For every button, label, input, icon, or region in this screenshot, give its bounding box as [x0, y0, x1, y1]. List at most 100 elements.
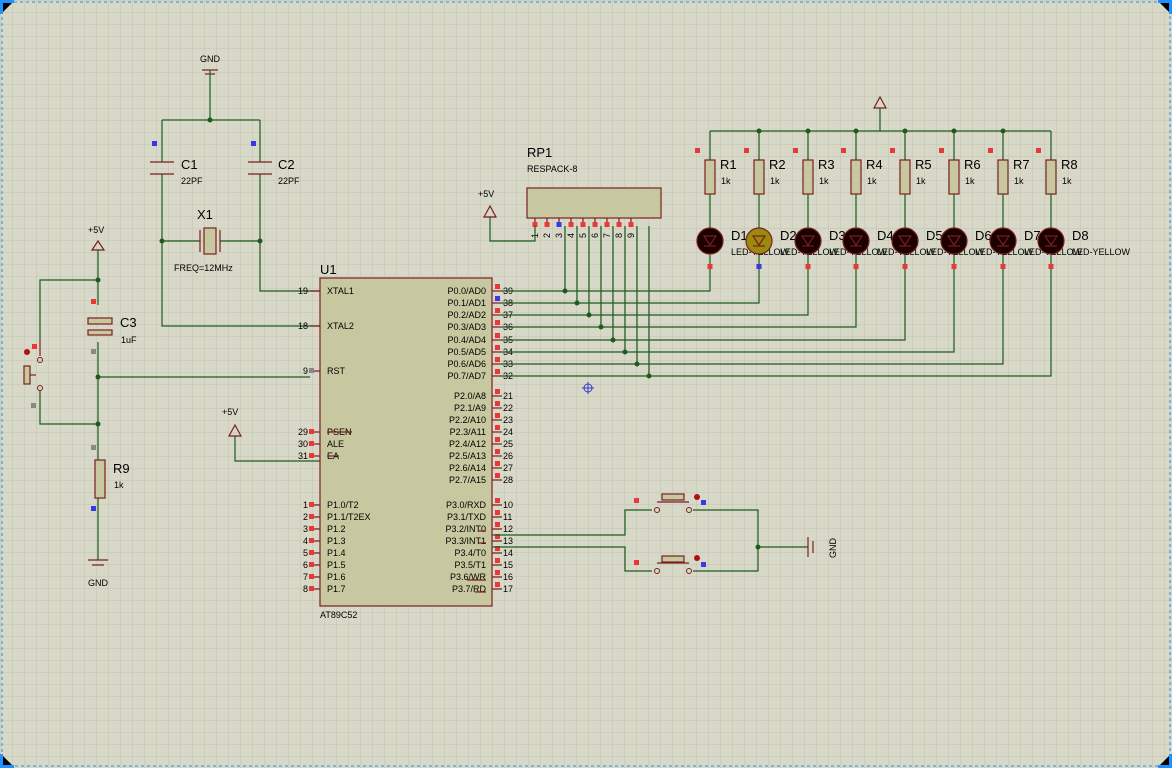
junction-dot [622, 349, 628, 355]
r9-ref: R9 [113, 461, 130, 476]
resistor-pin-marker [744, 148, 749, 153]
u1-pin-marker [309, 562, 314, 567]
button-int0[interactable] [634, 493, 706, 513]
rp1-pin-number: 5 [578, 233, 588, 238]
resistor-value: 1k [916, 176, 926, 186]
u1-pin-number: 17 [503, 584, 513, 594]
vcc-ea-label: +5V [222, 407, 238, 417]
led-array: R11kD1LED-YELLOWR21kD2LED-YELLOWR31kD3LE… [695, 128, 1131, 269]
u1-pin-name: P3.4/T0 [454, 548, 486, 558]
u1-ref: U1 [320, 262, 337, 277]
u1-pin-number: 8 [303, 584, 308, 594]
rp1-pin-marker [568, 222, 574, 227]
led-ref: D6 [975, 228, 992, 243]
led-pin-marker [1048, 264, 1054, 269]
u1-pin-marker [495, 308, 500, 313]
led-ref: D8 [1072, 228, 1089, 243]
led-arrow-icon [702, 235, 718, 247]
junction-dot [951, 128, 957, 134]
resistor-pin-marker [890, 148, 895, 153]
u1-pin-name: P2.6/A14 [449, 463, 486, 473]
resistor-body [704, 159, 716, 195]
led-ref: D7 [1024, 228, 1041, 243]
u1-pin-marker [495, 401, 500, 406]
bus-wire [502, 255, 955, 353]
junction-dot [646, 373, 652, 379]
capacitor-c2[interactable]: C2 22PF [248, 141, 300, 186]
capacitor-c3[interactable]: C3 1uF [87, 299, 137, 354]
rp1-pin-number: 7 [602, 233, 612, 238]
crystal-x1[interactable]: X1 FREQ=12MHz [174, 207, 233, 273]
u1-pin-name: P3.3/INT1 [445, 536, 486, 546]
u1-pin-name: P2.5/A13 [449, 451, 486, 461]
u1-pin-number: 12 [503, 524, 513, 534]
vcc-led-bar [710, 95, 1051, 132]
led-pin-marker [853, 264, 859, 269]
u1-pin-name: P0.4/AD4 [447, 335, 486, 345]
resistor-r9[interactable]: R9 1k [91, 445, 130, 511]
u1-pin-name: P2.7/A15 [449, 475, 486, 485]
resistor-pin-marker [793, 148, 798, 153]
resistor-pin-marker [939, 148, 944, 153]
u1-pin-marker [495, 425, 500, 430]
u1-pin-marker [495, 333, 500, 338]
u1-pin-number: 5 [303, 548, 308, 558]
u1-pin-marker [495, 570, 500, 575]
u1-pin-name: P2.3/A11 [450, 427, 486, 437]
u1-pin-name: P2.0/A8 [454, 391, 486, 401]
resistor-body [997, 159, 1009, 195]
rp1-pin-marker [616, 222, 622, 227]
junction-dot [598, 324, 604, 330]
led-arrow-icon [1043, 235, 1059, 247]
u1-pin-name: P0.3/AD3 [447, 322, 486, 332]
rp1-pin-number: 9 [626, 233, 636, 238]
led-body [940, 227, 968, 255]
led-body [745, 227, 773, 255]
u1-pin-name: P0.2/AD2 [447, 310, 486, 320]
u1-pin-number: 22 [503, 403, 513, 413]
junction-dot [610, 337, 616, 343]
bus-wire [502, 255, 760, 304]
u1-pin-marker [495, 296, 500, 301]
button-int1[interactable] [634, 555, 706, 574]
button-group [492, 509, 808, 572]
reset-button[interactable] [23, 340, 43, 408]
resistor-ref: R7 [1013, 157, 1030, 172]
resistor-ref: R1 [720, 157, 737, 172]
led-arrow-icon [946, 235, 962, 247]
u1-pin-number: 26 [503, 451, 513, 461]
led-pin-marker [805, 264, 811, 269]
resistor-body [1045, 159, 1057, 195]
u1-pin-marker [495, 320, 500, 325]
cursor-crosshair-icon [582, 382, 594, 394]
resistor-pin-marker [1036, 148, 1041, 153]
junction-dot [586, 312, 592, 318]
u1-pin-marker [495, 546, 500, 551]
resistor-ref: R3 [818, 157, 835, 172]
u1-pin-number: 24 [503, 427, 513, 437]
u1-pin-number: 3 [303, 524, 308, 534]
u1-pin-name: RST [327, 366, 346, 376]
u1-pin-marker [309, 514, 314, 519]
resistor-body [753, 159, 765, 195]
u1-pin-name: P3.0/RXD [446, 500, 487, 510]
led-ref: D3 [829, 228, 846, 243]
osc-wires [159, 117, 320, 327]
u1-pin-number: 9 [303, 366, 308, 376]
resistor-body [802, 159, 814, 195]
u1-pin-number: 14 [503, 548, 513, 558]
u1-pin-marker [495, 437, 500, 442]
led-body [842, 227, 870, 255]
bus-wire [502, 255, 1004, 365]
resistor-body [948, 159, 960, 195]
u1-pin-marker [495, 582, 500, 587]
u1-pin-number: 10 [503, 500, 513, 510]
u1-pin-number: 23 [503, 415, 513, 425]
rp1-pin-marker [604, 222, 610, 227]
resistor-value: 1k [1062, 176, 1072, 186]
capacitor-c1[interactable]: C1 22PF [150, 141, 203, 186]
